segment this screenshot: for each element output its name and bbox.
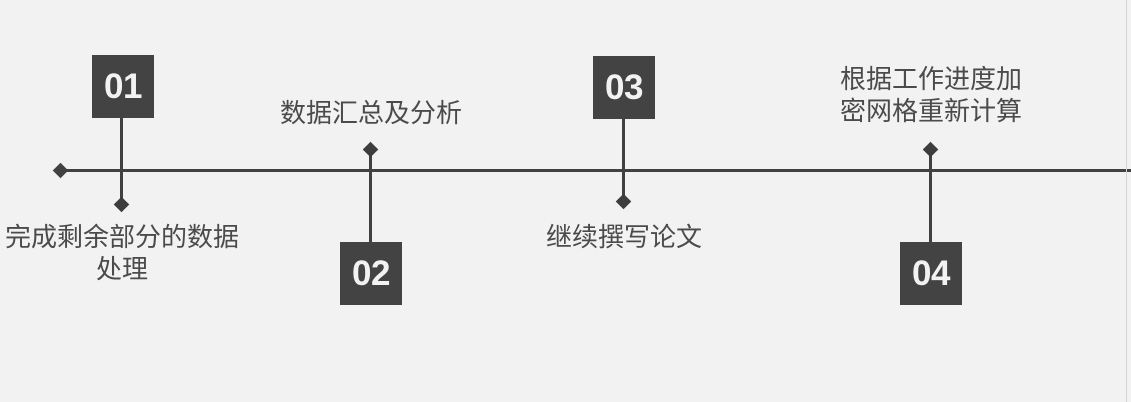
node-marker-icon-03 bbox=[615, 193, 632, 210]
connector-line-01 bbox=[120, 118, 123, 206]
connector-line-02 bbox=[369, 150, 372, 242]
milestone-caption-02: 数据汇总及分析 bbox=[279, 99, 462, 129]
milestone-badge-04[interactable]: 04 bbox=[900, 242, 962, 305]
milestone-badge-02[interactable]: 02 bbox=[340, 242, 402, 305]
milestone-caption-04: 根据工作进度加 密网格重新计算 bbox=[839, 65, 1022, 127]
slide-edge-divider bbox=[1126, 0, 1127, 402]
node-marker-icon-01 bbox=[113, 196, 130, 213]
milestone-number-04: 04 bbox=[912, 254, 950, 293]
milestone-number-01: 01 bbox=[104, 67, 142, 106]
timeline-axis bbox=[60, 169, 1131, 172]
milestone-caption-03: 继续撰写论文 bbox=[545, 223, 702, 253]
connector-line-03 bbox=[622, 119, 625, 203]
timeline-start-marker-icon bbox=[52, 162, 69, 179]
milestone-badge-01[interactable]: 01 bbox=[92, 55, 154, 118]
milestone-number-02: 02 bbox=[352, 254, 390, 293]
milestone-number-03: 03 bbox=[605, 68, 643, 107]
node-marker-icon-02 bbox=[362, 141, 379, 158]
milestone-caption-01: 完成剩余部分的数据 处理 bbox=[4, 223, 239, 285]
connector-line-04 bbox=[929, 150, 932, 242]
node-marker-icon-04 bbox=[922, 141, 939, 158]
milestone-badge-03[interactable]: 03 bbox=[593, 56, 655, 119]
